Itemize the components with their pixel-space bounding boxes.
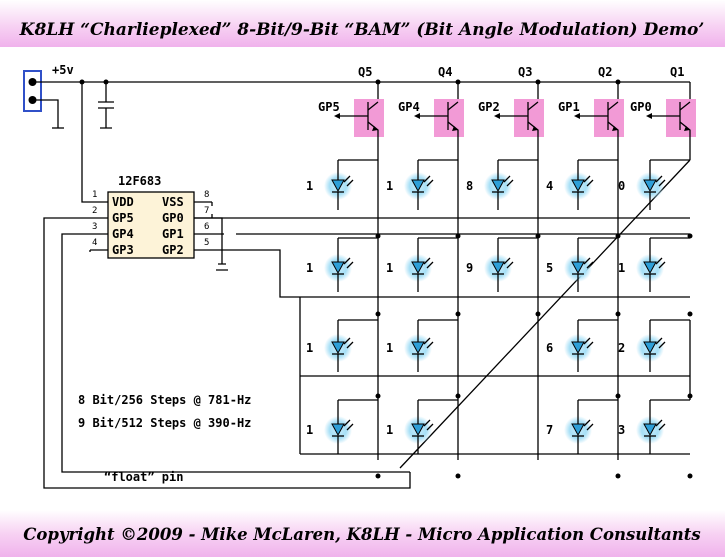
- copyright-footer: Copyright ©2009 - Mike McLaren, K8LH - M…: [23, 525, 700, 544]
- note-9bit: 9 Bit/512 Steps @ 390-Hz: [78, 416, 251, 430]
- led-label: 4: [546, 179, 553, 193]
- led-r3c4: 3: [618, 399, 693, 479]
- svg-text:GP2: GP2: [162, 243, 184, 257]
- transistor-label: Q5: [358, 65, 372, 79]
- led-r2c1: 1: [386, 319, 461, 399]
- svg-text:6: 6: [204, 222, 209, 232]
- note-8bit: 8 Bit/256 Steps @ 781-Hz: [78, 393, 251, 407]
- led-label: 1: [618, 261, 625, 275]
- led-label: 7: [546, 423, 553, 437]
- transistor-gp-label: GP4: [398, 100, 420, 114]
- led-label: 1: [306, 179, 313, 193]
- led-r0c2: 8: [466, 159, 541, 239]
- led-label: 0: [618, 179, 625, 193]
- svg-text:GP1: GP1: [162, 227, 184, 241]
- chip-left-pins: VDD GP5 GP4 GP3 1 2 3 4: [92, 190, 134, 257]
- led-label: 1: [386, 341, 393, 355]
- svg-text:GP4: GP4: [112, 227, 134, 241]
- led-label: 5: [546, 261, 553, 275]
- led-label: 1: [306, 423, 313, 437]
- svg-text:2: 2: [92, 206, 97, 216]
- led-r1c0: 1: [306, 237, 381, 317]
- led-label: 1: [306, 341, 313, 355]
- led-label: 8: [466, 179, 473, 193]
- connector-pin-1: [28, 78, 37, 86]
- led-r2c4: 2: [618, 319, 693, 399]
- svg-text:7: 7: [204, 206, 209, 216]
- led-label: 9: [466, 261, 473, 275]
- led-label: 6: [546, 341, 553, 355]
- transistor-label: Q2: [598, 65, 612, 79]
- chip-12f683: [107, 191, 195, 259]
- title-band: [0, 0, 725, 47]
- transistor-label: Q4: [438, 65, 452, 79]
- svg-text:5: 5: [204, 238, 209, 248]
- led-r1c4: 1: [618, 237, 693, 317]
- led-label: 3: [618, 423, 625, 437]
- transistor-gp-label: GP2: [478, 100, 500, 114]
- transistor-gp-label: GP5: [318, 100, 340, 114]
- supply-label: +5v: [52, 63, 74, 77]
- column-wires: [299, 150, 691, 460]
- svg-text:1: 1: [92, 190, 97, 200]
- connector-pin-2: [28, 96, 37, 104]
- led-r0c3: 4: [546, 159, 621, 239]
- led-label: 1: [386, 423, 393, 437]
- led-r3c1: 1: [386, 399, 461, 479]
- transistor-gp-label: GP1: [558, 100, 580, 114]
- transistor-label: Q1: [670, 65, 684, 79]
- led-r1c2: 9: [466, 237, 541, 317]
- led-r0c1: 1: [386, 159, 461, 239]
- led-r3c0: 1: [306, 399, 381, 479]
- chip-name: 12F683: [118, 174, 161, 188]
- svg-text:GP5: GP5: [112, 211, 134, 225]
- transistor-label: Q3: [518, 65, 532, 79]
- led-r0c0: 1: [306, 159, 381, 239]
- led-label: 2: [618, 341, 625, 355]
- diagram-title: K8LH “Charlieplexed” 8-Bit/9-Bit “BAM” (…: [19, 20, 705, 40]
- led-r0c4: 0: [618, 159, 693, 239]
- led-r1c3: 5: [546, 237, 621, 317]
- svg-text:VSS: VSS: [162, 195, 184, 209]
- svg-text:3: 3: [92, 222, 97, 232]
- svg-text:VDD: VDD: [112, 195, 134, 209]
- svg-text:8: 8: [204, 190, 209, 200]
- led-r2c0: 1: [306, 319, 381, 399]
- chip-right-pins: VSS GP0 GP1 GP2 8 7 6 5: [162, 190, 209, 257]
- float-pin-label: “float” pin: [104, 470, 183, 484]
- led-r3c3: 7: [546, 399, 621, 479]
- svg-text:4: 4: [92, 238, 97, 248]
- led-label: 1: [386, 179, 393, 193]
- led-label: 1: [386, 261, 393, 275]
- svg-text:GP0: GP0: [162, 211, 184, 225]
- transistor-gp-label: GP0: [630, 100, 652, 114]
- led-r2c3: 6: [546, 319, 621, 399]
- footer-band: [0, 510, 725, 557]
- led-label: 1: [306, 261, 313, 275]
- led-r1c1: 1: [386, 237, 461, 317]
- power-connector: [23, 70, 42, 112]
- svg-text:GP3: GP3: [112, 243, 134, 257]
